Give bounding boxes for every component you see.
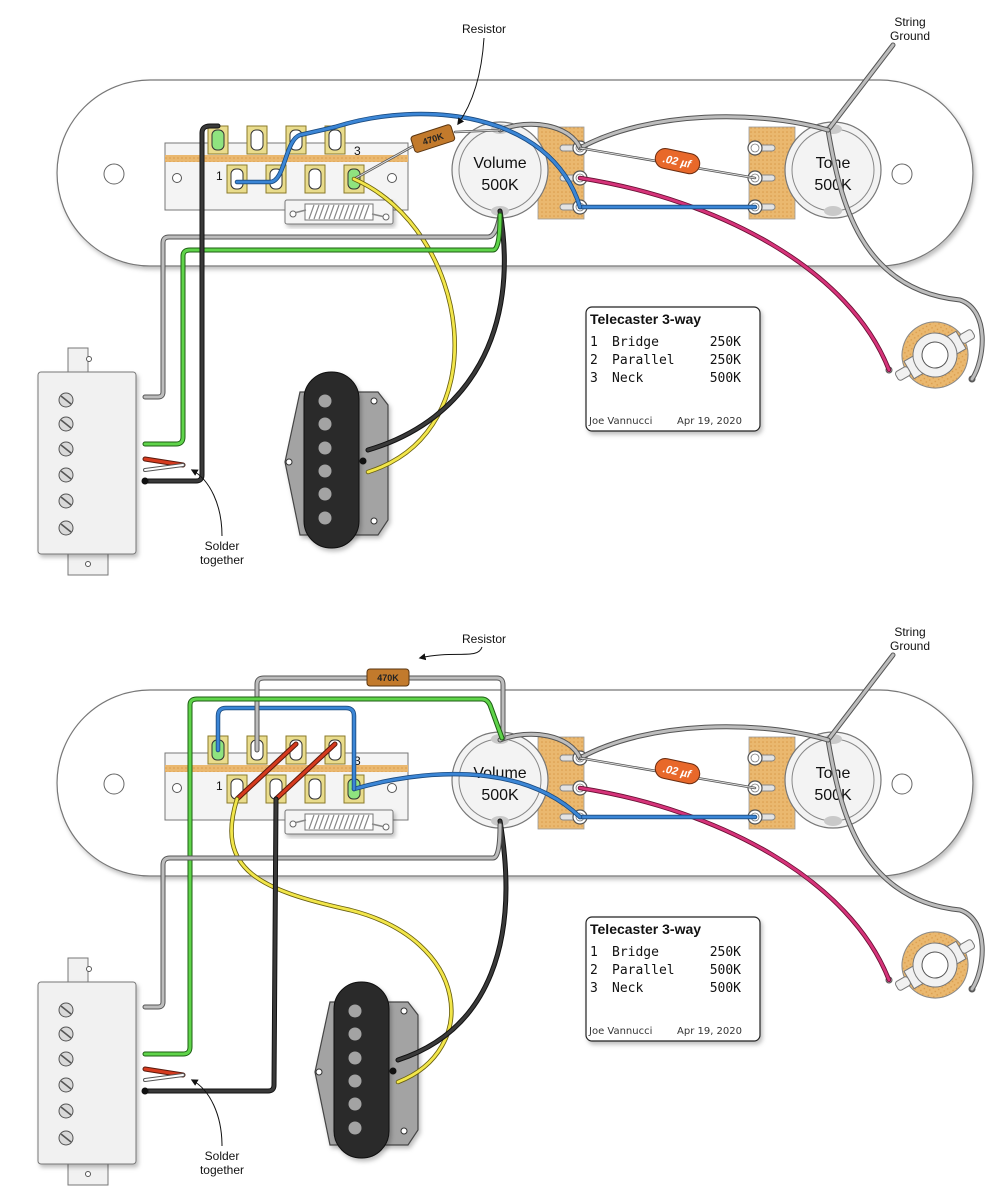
switch-lug (246, 125, 268, 155)
tone-pot-value: 500K (814, 787, 852, 804)
wire-black-bridge-ground (365, 208, 507, 453)
info-card-author: Joe Vannucci (588, 1026, 652, 1037)
switch-position-1-label: 1 (216, 169, 223, 183)
row-number: 1 (590, 335, 598, 350)
switch-position-3-label: 3 (354, 754, 361, 768)
solder-annotation-arrow (190, 469, 223, 537)
resistor-annotation-arrow (418, 646, 483, 661)
wire-blue-switch-jumper (215, 705, 357, 792)
info-card-title: Telecaster 3-way (590, 311, 701, 327)
wire-black-neck-to-switch (142, 123, 221, 484)
wire-red-jumper (234, 741, 338, 802)
resistor-value-label: 470K (377, 673, 399, 683)
resistor-470k: 470K (366, 668, 410, 687)
wire-magenta-hot-to-jack (577, 785, 892, 983)
resistor-annotation: Resistor (462, 22, 506, 36)
volume-pot-label: Volume (473, 155, 526, 172)
wire-yellow-bridge-hot (351, 176, 457, 475)
capacitor-02uf: .02 µf (654, 758, 701, 785)
info-card-title: Telecaster 3-way (590, 921, 701, 937)
info-card-author: Joe Vannucci (588, 416, 652, 427)
row-number: 2 (590, 353, 598, 368)
string-ground-annotation-line1: String (894, 15, 925, 29)
switch-lug (207, 125, 229, 155)
wire-resistor-lead (352, 128, 502, 181)
wire-blue-switch-3-to-volume (351, 771, 583, 820)
wire-black-neck-to-switch (142, 796, 279, 1094)
volume-pot-value: 500K (481, 787, 519, 804)
wire-red-white-solder (141, 456, 186, 485)
bridge-pickup (315, 982, 418, 1158)
info-card: Telecaster 3-way 1 Bridge 250K 2 Paralle… (585, 306, 761, 432)
output-jack (879, 303, 991, 407)
resistor-annotation-arrow (457, 37, 485, 126)
bridge-pickup (285, 372, 388, 548)
info-card: Telecaster 3-way 1 Bridge 250K 2 Paralle… (585, 916, 761, 1042)
wire-gray-string-ground (825, 42, 896, 133)
resistor-annotation: Resistor (462, 632, 506, 646)
row-position-name: Bridge (612, 335, 659, 350)
top-diagram: 1 3 Volume 500K Tone 500K (38, 15, 991, 575)
wire-magenta-hot-to-jack (577, 175, 892, 373)
row-position-name: Neck (612, 981, 643, 996)
wire-gray-neck-ground (142, 212, 503, 400)
switch-lug (226, 164, 248, 194)
neck-humbucker-pickup (38, 958, 136, 1185)
switch-lug (304, 164, 326, 194)
tone-pot-value: 500K (814, 177, 852, 194)
wire-green-neck (142, 212, 503, 447)
row-value-highlighted: 500K (710, 963, 741, 978)
row-value: 500K (710, 371, 741, 386)
switch-lug (304, 774, 326, 804)
wire-green-neck (142, 696, 505, 1057)
wire-gray-tone-to-jack (825, 127, 985, 382)
output-jack (879, 913, 991, 1017)
wire-blue-switch-to-volume (234, 111, 583, 210)
row-position-name: Parallel (612, 963, 675, 978)
volume-pot-value: 500K (481, 177, 519, 194)
row-position-name: Neck (612, 371, 643, 386)
wire-black-bridge-ground (395, 818, 509, 1063)
row-number: 3 (590, 981, 598, 996)
info-card-date: Apr 19, 2020 (677, 1026, 742, 1037)
row-position-name: Parallel (612, 353, 675, 368)
wire-red-white-solder (141, 1066, 186, 1095)
wire-gray-neck-ground (142, 822, 503, 1010)
row-value-highlighted: 250K (710, 353, 741, 368)
string-ground-annotation-line1: String (894, 625, 925, 639)
solder-annotation-arrow (190, 1079, 223, 1147)
row-position-name: Bridge (612, 945, 659, 960)
capacitor-02uf: .02 µf (654, 148, 701, 175)
resistor-470k: 470K (410, 124, 456, 153)
row-value: 250K (710, 335, 741, 350)
row-number: 2 (590, 963, 598, 978)
wire-gray-ground-loop (497, 114, 831, 151)
bottom-diagram: 1 3 Volume 500K Tone 500K (38, 625, 991, 1185)
string-ground-annotation-line2: Ground (890, 29, 930, 43)
solder-annotation-line2: together (200, 1163, 244, 1177)
string-ground-annotation-line2: Ground (890, 639, 930, 653)
wire-gray-ground-loop (497, 724, 831, 761)
wire-gray-string-ground (825, 652, 896, 743)
wire-gray-tone-to-jack (825, 737, 985, 992)
solder-annotation-line1: Solder (205, 1149, 240, 1163)
switch-position-3-label: 3 (354, 144, 361, 158)
neck-humbucker-pickup (38, 348, 136, 575)
row-number: 3 (590, 371, 598, 386)
info-card-date: Apr 19, 2020 (677, 416, 742, 427)
row-value: 500K (710, 981, 741, 996)
switch-position-1-label: 1 (216, 779, 223, 793)
row-value: 250K (710, 945, 741, 960)
solder-annotation-line2: together (200, 553, 244, 567)
solder-annotation-line1: Solder (205, 539, 240, 553)
row-number: 1 (590, 945, 598, 960)
